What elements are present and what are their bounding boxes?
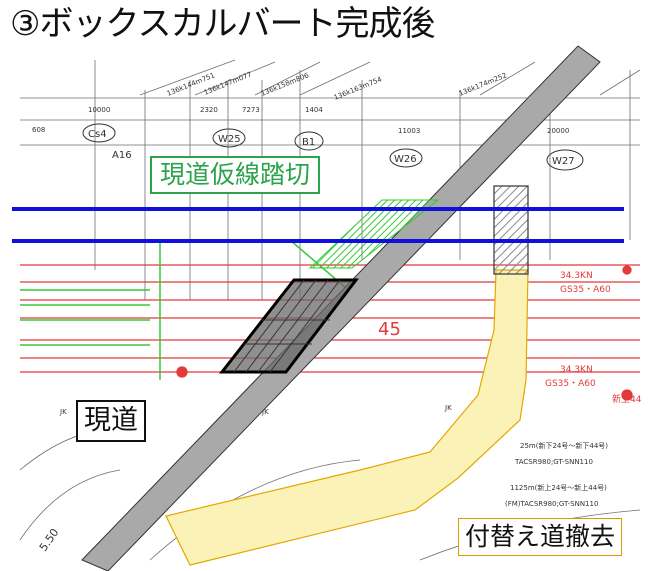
structure-tags [82,123,584,171]
svg-text:GS35・A60: GS35・A60 [560,285,611,295]
svg-text:7273: 7273 [242,106,260,114]
existing-road-band [81,45,601,571]
temp-crossing-hatch [308,199,440,269]
svg-text:新上44: 新上44 [612,393,642,405]
svg-text:GS35・A60: GS35・A60 [545,379,596,389]
svg-text:25m(新下24号〜新下44号): 25m(新下24号〜新下44号) [520,441,608,450]
svg-text:B1: B1 [302,137,315,148]
detour-removal-label: 付替え道撤去 [458,518,623,556]
svg-text:20000: 20000 [547,127,569,135]
svg-text:JK: JK [59,408,67,416]
svg-text:(FM)TACSR980;GT-SNN110: (FM)TACSR980;GT-SNN110 [505,500,598,508]
svg-text:34.3KN: 34.3KN [560,365,593,375]
background-drawing [19,59,641,561]
detour-road [165,269,529,566]
svg-text:608: 608 [32,126,45,134]
existing-road-label: 現道 [76,400,146,442]
svg-text:Cs4: Cs4 [88,129,107,140]
svg-text:A16: A16 [112,150,132,161]
detour-crossing-hatch [493,185,529,275]
page-title: ③ボックスカルバート完成後 [8,2,441,46]
svg-text:TACSR980;GT-SNN110: TACSR980;GT-SNN110 [514,458,593,466]
svg-text:34.3KN: 34.3KN [560,271,593,281]
svg-text:10000: 10000 [88,106,110,114]
svg-text:11003: 11003 [398,127,420,135]
svg-text:1125m(新上24号〜新上44号): 1125m(新上24号〜新上44号) [510,483,607,492]
svg-text:W25: W25 [218,134,241,145]
structure-tag-text: Cs4 W25 B1 W26 W27 A16 [88,129,575,167]
equipment-labels: 34.3KN GS35・A60 34.3KN GS35・A60 新上44 [545,271,642,405]
temp-crossing-label: 現道仮線踏切 [150,156,321,194]
svg-text:JK: JK [261,408,269,416]
box-culvert [218,278,360,374]
svg-text:136k174m252: 136k174m252 [458,71,508,98]
svg-text:W27: W27 [552,156,575,167]
svg-text:2320: 2320 [200,106,218,114]
svg-text:JK: JK [444,404,452,412]
track-number: 45 [378,319,401,340]
svg-text:W26: W26 [394,154,417,165]
svg-text:1404: 1404 [305,106,323,114]
svg-text:5.50: 5.50 [37,526,62,554]
